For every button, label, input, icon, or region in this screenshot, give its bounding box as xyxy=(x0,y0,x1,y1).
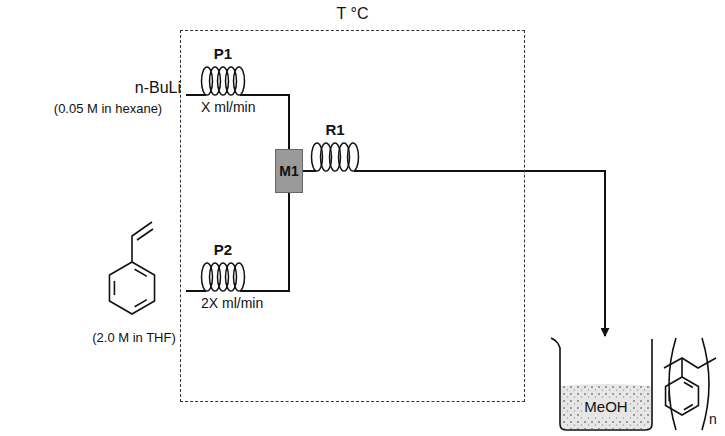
coil-label: P1 xyxy=(197,45,249,63)
coil-lead xyxy=(307,170,363,172)
styrene-structure xyxy=(82,200,186,322)
solution-label: (2.0 M in THF) xyxy=(82,330,186,346)
pump-coil: P2 xyxy=(197,243,249,297)
coil-loop xyxy=(234,263,245,291)
double-bond xyxy=(684,405,693,410)
double-bond xyxy=(684,382,693,387)
coil-symbol xyxy=(307,141,363,177)
ring-outline xyxy=(666,377,699,415)
flow-line xyxy=(186,290,197,292)
coil-lead xyxy=(197,94,249,96)
coil-symbol xyxy=(197,65,249,101)
pump-coil: P1 xyxy=(197,47,249,101)
repeat-unit-index: n xyxy=(709,411,717,428)
beaker-wall xyxy=(551,338,652,430)
coil-label: P2 xyxy=(197,241,249,259)
coil-symbol xyxy=(197,261,249,297)
bond xyxy=(681,358,683,377)
vinyl-bond xyxy=(132,222,152,262)
flow-line xyxy=(363,171,605,336)
monomer-feed: (2.0 M in THF) xyxy=(82,200,186,356)
mixer-box: M1 xyxy=(275,149,303,193)
temperature-label: T °C xyxy=(181,4,524,23)
flow-rate-label: 2X ml/min xyxy=(199,295,265,312)
methanol-beaker: MeOH xyxy=(548,336,664,432)
polymer-backbone xyxy=(664,358,716,368)
double-bond xyxy=(135,300,147,307)
reagent-feed: n-BuLi (0.05 M in hexane) xyxy=(30,78,186,122)
temperature-zone: P1P2M1R1T °C xyxy=(180,30,525,402)
flow-line xyxy=(249,193,289,291)
reagent-concentration: (0.05 M in hexane) xyxy=(30,101,186,117)
coil-label: R1 xyxy=(307,121,363,139)
flow-line xyxy=(186,94,197,96)
benzene-ring xyxy=(666,377,699,415)
mixer-label: M1 xyxy=(279,163,298,180)
flow-line xyxy=(303,170,307,172)
double-bond xyxy=(135,269,147,276)
precipitate-liquid xyxy=(561,384,651,429)
reactor-coil: R1 xyxy=(307,123,363,177)
beaker-outline xyxy=(548,336,664,432)
coil-lead xyxy=(197,290,249,292)
reagent-name: n-BuLi xyxy=(30,78,186,97)
flow-rate-label: X ml/min xyxy=(199,99,257,116)
ring-outline xyxy=(109,262,154,314)
coil-loop xyxy=(348,143,359,171)
solvent-label: MeOH xyxy=(582,398,629,416)
bracket xyxy=(702,338,709,430)
double-bond xyxy=(114,281,116,295)
double-bond xyxy=(137,229,153,240)
double-bond xyxy=(668,391,670,401)
coil-loop xyxy=(234,67,245,95)
